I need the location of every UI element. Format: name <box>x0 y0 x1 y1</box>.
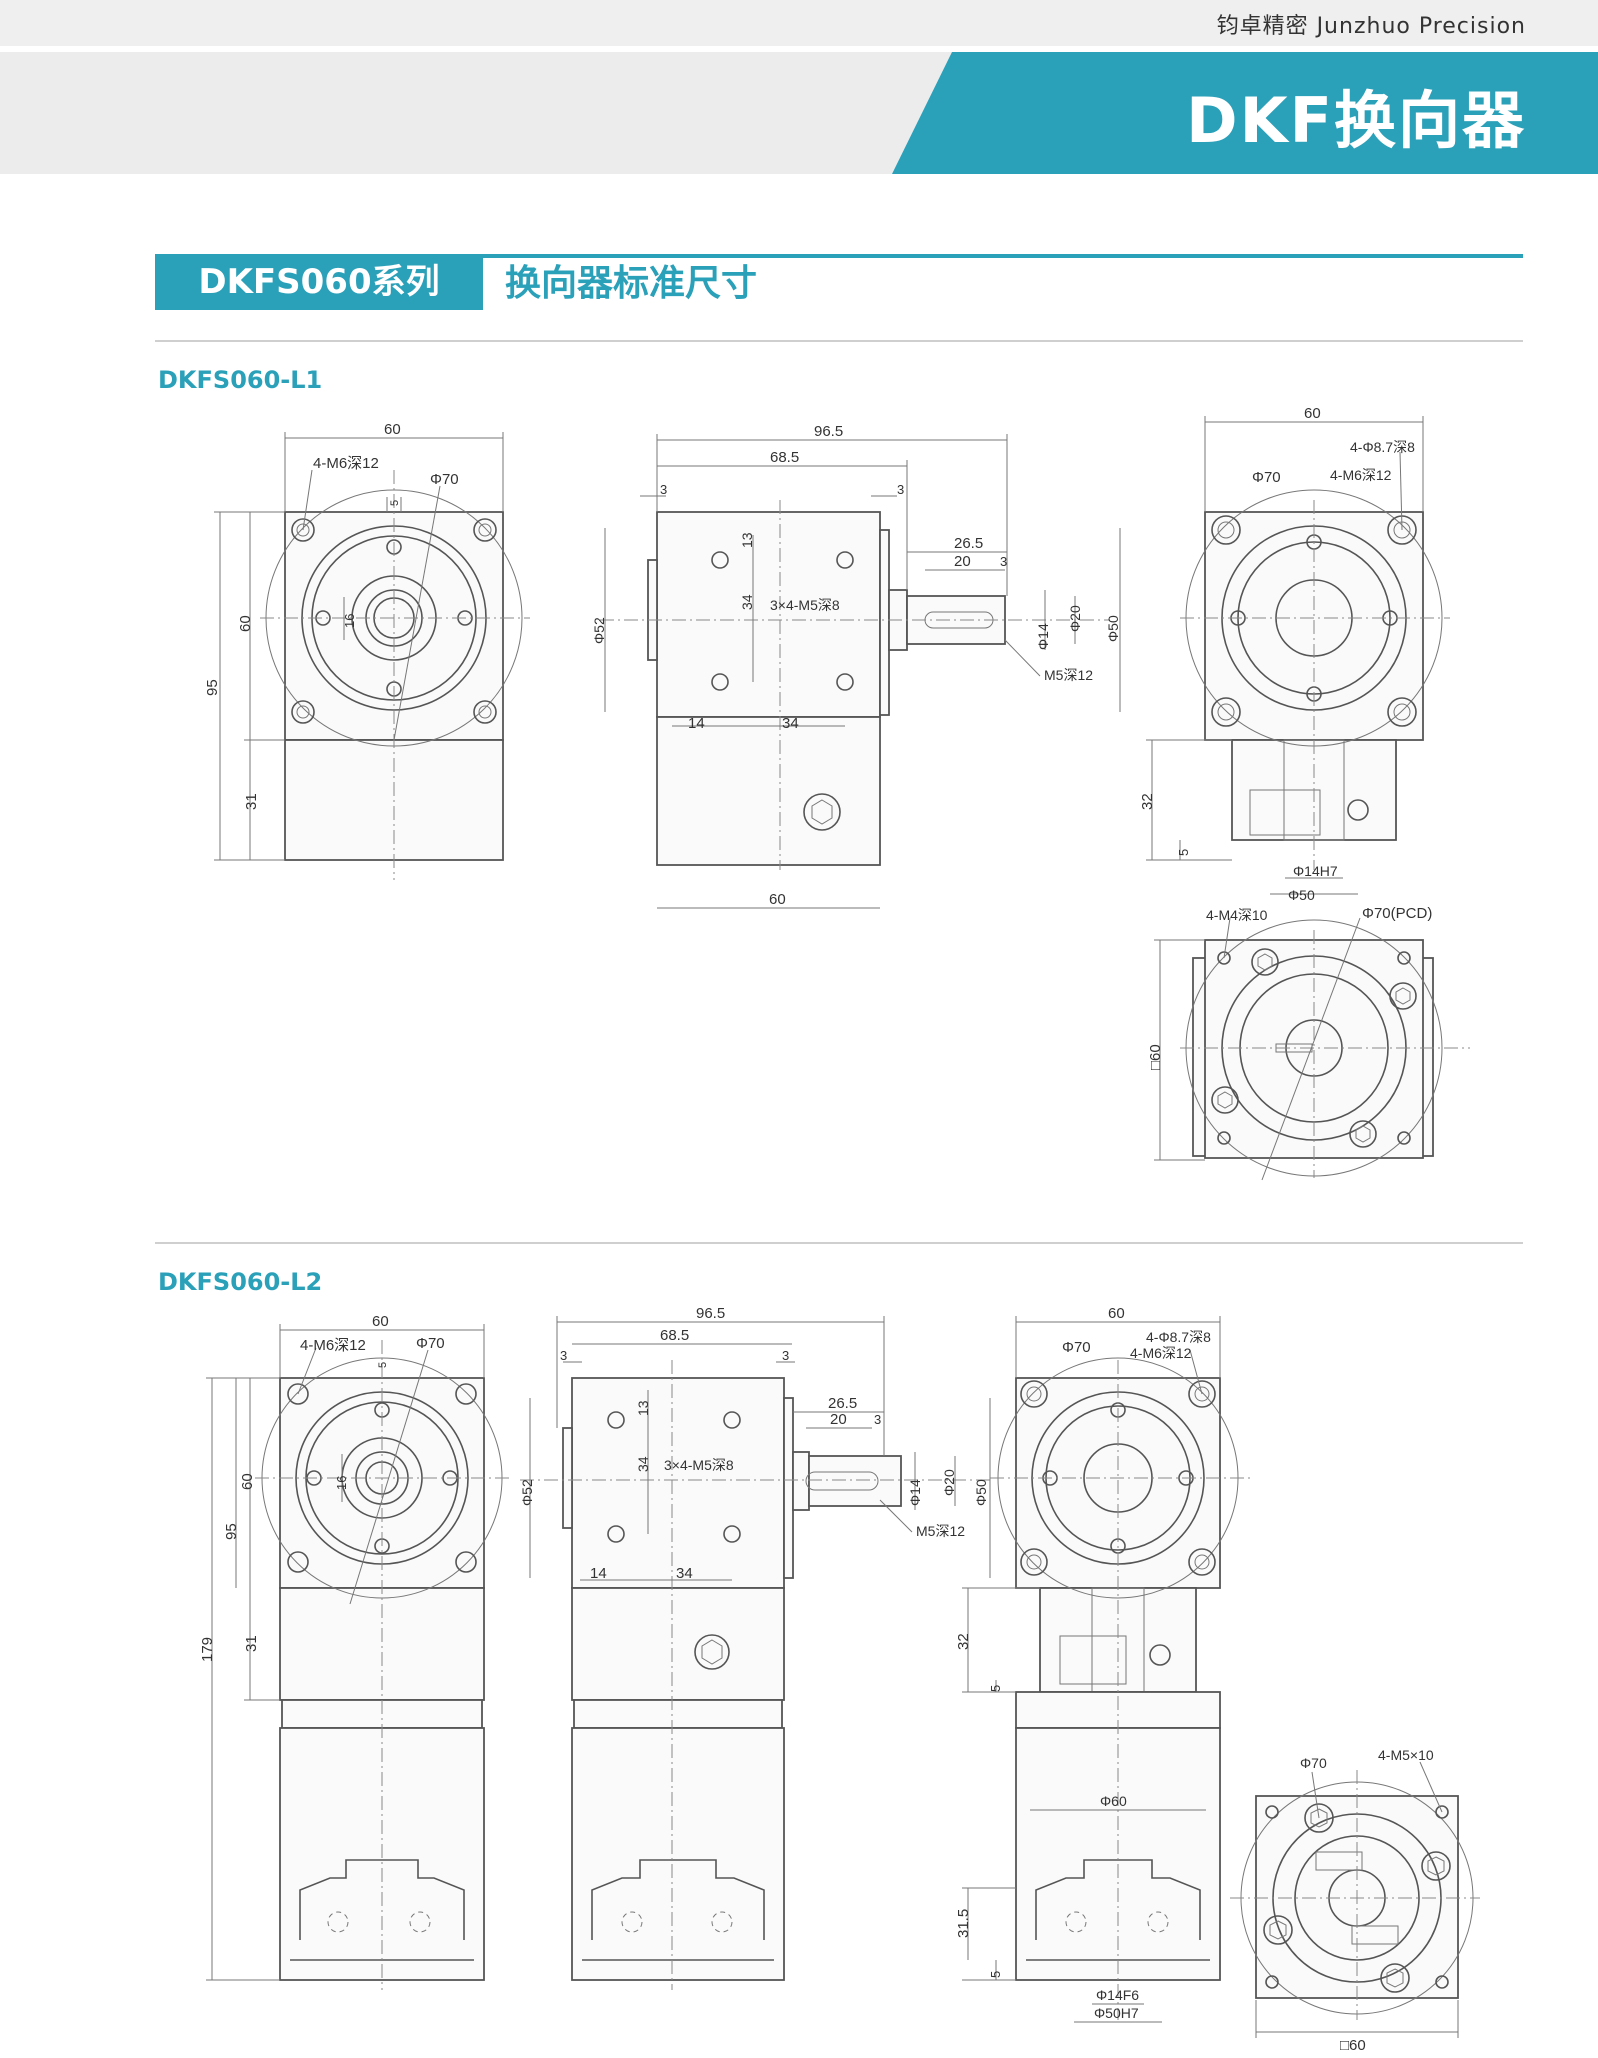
l1s-m5: M5深12 <box>1044 667 1093 683</box>
l2f-pcd: Φ70 <box>416 1335 445 1352</box>
l2s-34v: 34 <box>635 1456 651 1472</box>
l1f-width: 60 <box>384 421 401 438</box>
title-band-accent <box>892 52 1598 174</box>
l2s-h34: 34 <box>676 1565 693 1582</box>
l2-bottom-view: Φ70 4-M5×10 □60 <box>1230 1747 1480 2054</box>
l2f-bore: 16 <box>334 1476 349 1490</box>
l1-right-view: 60 4-Φ8.7深8 4-M6深12 Φ70 32 5 Φ14H7 Φ50 <box>1139 405 1450 903</box>
l1r-bore: Φ14H7 <box>1293 863 1338 879</box>
l2s-fl: 3 <box>560 1348 567 1363</box>
l2r-thread: 4-M6深12 <box>1130 1345 1192 1361</box>
l1f-h31: 31 <box>243 793 260 810</box>
l2s-50: Φ50 <box>973 1479 989 1506</box>
l2s-20d: Φ20 <box>941 1469 957 1496</box>
l1f-thread: 4-M6深12 <box>313 455 379 472</box>
l1-side-view: 96.5 68.5 3 3 26.5 20 3 13 34 3×4-M5深8 Φ… <box>591 423 1121 909</box>
l2s-m5: M5深12 <box>916 1523 965 1539</box>
l2s-h14: 14 <box>590 1565 607 1582</box>
l2b-thread: 4-M5×10 <box>1378 1747 1434 1763</box>
l2f-h95: 95 <box>223 1523 240 1540</box>
l2s-20: 20 <box>830 1411 847 1428</box>
l2r-pcd: Φ70 <box>1062 1339 1091 1356</box>
l1s-13: 13 <box>739 532 755 548</box>
l1r-h32: 32 <box>1139 793 1156 810</box>
l2s-14: Φ14 <box>907 1479 923 1506</box>
l1s-20: 20 <box>954 553 971 570</box>
l2r-holes: 4-Φ8.7深8 <box>1146 1329 1211 1345</box>
l1s-20d: Φ20 <box>1067 605 1083 632</box>
l1s-step: 3 <box>1000 554 1007 569</box>
l1b-thread: 4-M4深10 <box>1206 907 1268 923</box>
l1r-thread: 4-M6深12 <box>1330 467 1392 483</box>
l1r-holes: 4-Φ8.7深8 <box>1350 439 1415 455</box>
divider-middle <box>155 1242 1523 1244</box>
l2r-h5: 5 <box>988 1685 1003 1692</box>
series-label: DKFS060系列 <box>155 254 483 310</box>
company-name: 钧卓精密 Junzhuo Precision <box>1216 14 1526 39</box>
l1-front-view: 60 4-M6深12 Φ70 95 60 31 16 5 <box>204 421 530 880</box>
divider-top <box>155 340 1523 342</box>
section-subtitle: 换向器标准尺寸 <box>505 263 758 304</box>
l1b-square: □60 <box>1147 1044 1164 1070</box>
l2s-fr: 3 <box>782 1348 789 1363</box>
l1s-14: Φ14 <box>1035 623 1051 650</box>
l2-front-view: 60 4-M6深12 Φ70 179 95 60 31 16 5 <box>199 1313 510 1990</box>
l1f-h95: 95 <box>204 679 221 696</box>
l2r-width: 60 <box>1108 1305 1125 1322</box>
l1s-fr: 3 <box>897 482 904 497</box>
l2s-body: 68.5 <box>660 1327 689 1344</box>
model-title-l2: DKFS060-L2 <box>158 1268 323 1296</box>
l1s-h14: 14 <box>688 715 705 732</box>
l2s-52: Φ52 <box>519 1479 535 1506</box>
l1f-boss: 5 <box>389 500 401 506</box>
l1b-pcd: Φ70(PCD) <box>1362 905 1432 922</box>
l1r-width: 60 <box>1304 405 1321 422</box>
l1s-26: 26.5 <box>954 535 983 552</box>
l1-bottom-view: 4-M4深10 Φ70(PCD) □60 <box>1147 905 1470 1181</box>
l2f-h179: 179 <box>199 1637 216 1662</box>
l1f-h60: 60 <box>237 615 254 632</box>
l1s-total: 96.5 <box>814 423 843 440</box>
section-line <box>155 254 1523 258</box>
l2b-pcd: Φ70 <box>1300 1755 1327 1771</box>
l1s-h34: 34 <box>782 715 799 732</box>
l2f-h31: 31 <box>243 1635 260 1652</box>
l1s-50: Φ50 <box>1105 615 1121 642</box>
l2f-h60: 60 <box>239 1473 256 1490</box>
l1s-52: Φ52 <box>591 617 607 644</box>
l2f-width: 60 <box>372 1313 389 1330</box>
l2s-holes: 3×4-M5深8 <box>664 1457 734 1473</box>
l2s-13: 13 <box>635 1400 651 1416</box>
l2r-h5b: 5 <box>988 1971 1003 1978</box>
l1s-holes: 3×4-M5深8 <box>770 597 840 613</box>
page-title: DKF换向器 <box>1186 84 1526 157</box>
l2f-thread: 4-M6深12 <box>300 1337 366 1354</box>
l2f-boss: 5 <box>377 1362 389 1368</box>
l2-right-view: 60 4-Φ8.7深8 4-M6深12 Φ70 32 5 Φ60 31.5 5 … <box>955 1305 1250 2023</box>
l2r-d60: Φ60 <box>1100 1793 1127 1809</box>
l2r-bore: Φ14F6 <box>1096 1987 1139 2003</box>
model-title-l1: DKFS060-L1 <box>158 366 323 394</box>
l1s-fl: 3 <box>660 482 667 497</box>
l1r-pcd: Φ70 <box>1252 469 1281 486</box>
l2r-pilot: Φ50H7 <box>1094 2005 1139 2021</box>
l2b-square: □60 <box>1340 2037 1366 2054</box>
top-bar <box>0 0 1598 46</box>
l2r-h32: 32 <box>955 1633 972 1650</box>
l1s-34v: 34 <box>739 594 755 610</box>
l1r-h5: 5 <box>1176 849 1191 856</box>
l2s-step: 3 <box>874 1412 881 1427</box>
l1f-bore: 16 <box>342 614 357 628</box>
l2s-total: 96.5 <box>696 1305 725 1322</box>
l2r-h31-5: 31.5 <box>955 1909 972 1938</box>
l1r-pilot: Φ50 <box>1288 887 1315 903</box>
l1s-body: 68.5 <box>770 449 799 466</box>
l2s-26: 26.5 <box>828 1395 857 1412</box>
l2-side-view: 96.5 68.5 3 3 26.5 20 3 13 34 3×4-M5深8 Φ… <box>519 1305 991 1990</box>
l1f-pcd: Φ70 <box>430 471 459 488</box>
l1s-base: 60 <box>769 891 786 908</box>
